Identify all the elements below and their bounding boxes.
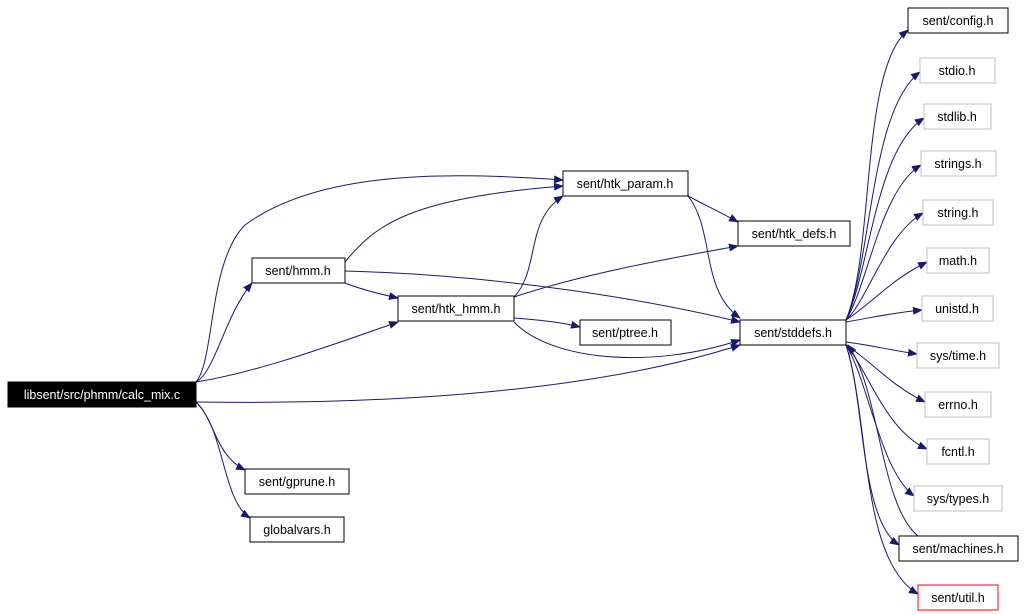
svg-text:strings.h: strings.h bbox=[934, 157, 981, 171]
edge-stddefs-to-machines bbox=[845, 344, 900, 546]
edge-hmm-to-stddefs bbox=[344, 270, 741, 324]
edge-stddefs-to-stdio bbox=[845, 71, 921, 321]
node-hmm[interactable]: sent/hmm.h bbox=[251, 257, 346, 284]
edge-calc-mix-to-globalvars bbox=[195, 401, 251, 519]
edge-calc-mix-to-hmm bbox=[195, 282, 253, 383]
svg-text:sent/ptree.h: sent/ptree.h bbox=[592, 326, 658, 340]
svg-text:sent/htk_hmm.h: sent/htk_hmm.h bbox=[412, 302, 501, 316]
edge-stddefs-to-math bbox=[845, 261, 928, 321]
svg-text:sys/types.h: sys/types.h bbox=[927, 492, 990, 506]
svg-text:math.h: math.h bbox=[939, 254, 977, 268]
node-unistd[interactable]: unistd.h bbox=[921, 295, 994, 322]
node-stdlib[interactable]: stdlib.h bbox=[923, 103, 992, 130]
svg-text:unistd.h: unistd.h bbox=[935, 302, 979, 316]
edge-calc-mix-to-htk-param bbox=[195, 175, 564, 383]
node-strings[interactable]: strings.h bbox=[920, 150, 997, 177]
edge-stddefs-to-string bbox=[845, 212, 924, 321]
node-util[interactable]: sent/util.h bbox=[917, 584, 999, 611]
node-htk-param[interactable]: sent/htk_param.h bbox=[562, 170, 689, 197]
node-string[interactable]: string.h bbox=[922, 199, 994, 226]
svg-text:sent/htk_param.h: sent/htk_param.h bbox=[577, 177, 674, 191]
edge-calc-mix-to-gprune bbox=[195, 401, 246, 471]
node-globalvars[interactable]: globalvars.h bbox=[249, 516, 345, 543]
edge-htk-param-to-htk-defs bbox=[687, 195, 739, 223]
node-htk-hmm[interactable]: sent/htk_hmm.h bbox=[397, 295, 515, 322]
node-config[interactable]: sent/config.h bbox=[907, 7, 1009, 34]
svg-text:globalvars.h: globalvars.h bbox=[263, 523, 330, 537]
svg-text:errno.h: errno.h bbox=[938, 398, 978, 412]
node-errno[interactable]: errno.h bbox=[924, 391, 992, 418]
edge-hmm-to-htk-param bbox=[344, 182, 564, 263]
node-systime[interactable]: sys/time.h bbox=[916, 342, 1000, 369]
svg-text:libsent/src/phmm/calc_mix.c: libsent/src/phmm/calc_mix.c bbox=[24, 388, 180, 402]
edge-htk-hmm-to-stddefs bbox=[513, 321, 741, 359]
edge-stddefs-to-unistd bbox=[845, 306, 923, 323]
edge-htk-hmm-to-ptree bbox=[513, 317, 581, 329]
edge-stddefs-to-util bbox=[845, 344, 919, 595]
svg-text:sys/time.h: sys/time.h bbox=[930, 349, 986, 363]
node-gprune[interactable]: sent/gprune.h bbox=[244, 468, 350, 495]
node-stddefs[interactable]: sent/stddefs.h bbox=[739, 319, 847, 346]
svg-text:stdlib.h: stdlib.h bbox=[937, 110, 977, 124]
node-calc-mix[interactable]: libsent/src/phmm/calc_mix.c bbox=[7, 381, 197, 408]
node-fcntl[interactable]: fcntl.h bbox=[926, 438, 990, 465]
edge-calc-mix-to-stddefs bbox=[195, 343, 741, 403]
edge-calc-mix-to-htk-hmm bbox=[195, 321, 399, 383]
edge-stddefs-to-strings bbox=[845, 164, 922, 321]
node-stdio[interactable]: stdio.h bbox=[919, 57, 996, 84]
svg-text:sent/gprune.h: sent/gprune.h bbox=[259, 475, 335, 489]
edge-hmm-to-htk-hmm bbox=[344, 282, 399, 300]
node-machines[interactable]: sent/machines.h bbox=[898, 535, 1019, 562]
nodes-layer: libsent/src/phmm/calc_mix.c sent/hmm.h s… bbox=[7, 7, 1019, 611]
svg-text:sent/stddefs.h: sent/stddefs.h bbox=[754, 326, 832, 340]
edge-htk-param-to-stddefs bbox=[687, 195, 741, 319]
node-ptree[interactable]: sent/ptree.h bbox=[579, 319, 672, 346]
edge-stddefs-to-systime bbox=[845, 341, 918, 357]
svg-text:sent/util.h: sent/util.h bbox=[931, 591, 985, 605]
edges-layer bbox=[195, 29, 928, 595]
edge-machines-to-stddefs bbox=[847, 344, 919, 537]
edge-htk-hmm-to-htk-param bbox=[513, 195, 564, 298]
edge-stddefs-to-stdlib bbox=[845, 117, 925, 321]
svg-text:stdio.h: stdio.h bbox=[939, 64, 976, 78]
edge-stddefs-to-config bbox=[845, 29, 909, 321]
svg-text:sent/machines.h: sent/machines.h bbox=[912, 542, 1003, 556]
svg-text:sent/htk_defs.h: sent/htk_defs.h bbox=[752, 227, 837, 241]
node-htk-defs[interactable]: sent/htk_defs.h bbox=[737, 220, 851, 247]
node-systypes[interactable]: sys/types.h bbox=[913, 485, 1003, 512]
svg-text:sent/hmm.h: sent/hmm.h bbox=[265, 264, 330, 278]
svg-text:string.h: string.h bbox=[938, 206, 979, 220]
node-math[interactable]: math.h bbox=[926, 247, 990, 274]
svg-text:fcntl.h: fcntl.h bbox=[941, 445, 974, 459]
edge-htk-hmm-to-htk-defs bbox=[513, 243, 739, 298]
svg-text:sent/config.h: sent/config.h bbox=[923, 14, 994, 28]
edge-stddefs-to-systypes bbox=[845, 344, 915, 497]
